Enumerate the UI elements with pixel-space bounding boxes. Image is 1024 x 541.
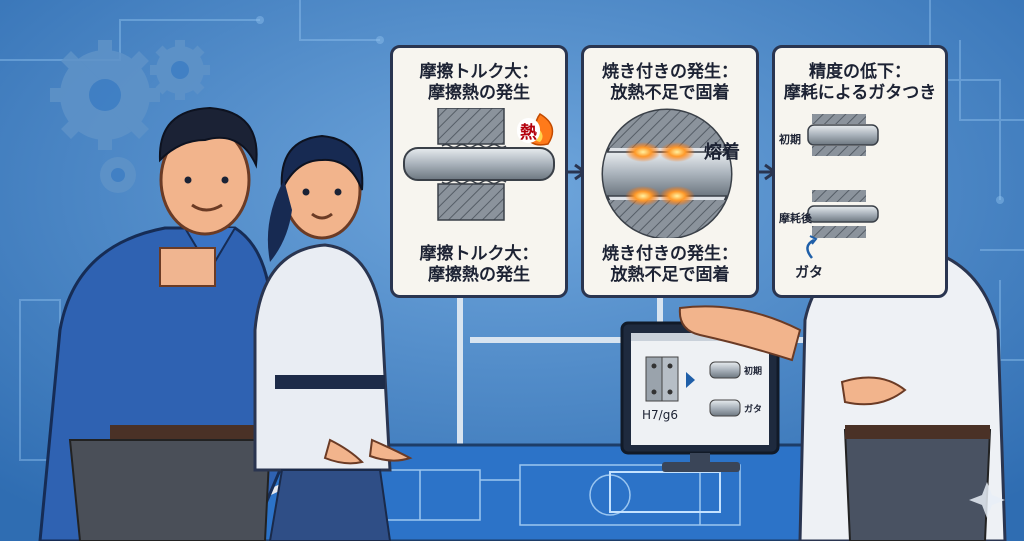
panel2-bottom-line1: 焼き付きの発生：	[602, 244, 738, 264]
sparkle-icon	[969, 482, 1005, 518]
panel1-top-line2: 摩擦熱の発生	[428, 83, 530, 103]
wear-comparison-diagram	[806, 114, 879, 259]
panel1-bottom-line1: 摩擦トルク大：	[419, 244, 539, 264]
panel3-title-line1: 精度の低下：	[809, 62, 911, 82]
monitor-initial-label: 初期	[744, 367, 763, 377]
play-label: ガタ	[795, 265, 823, 281]
seizure-label: 熔着	[704, 142, 740, 163]
panel3-title-line2: 摩耗によるガタつき	[783, 83, 937, 103]
panel1-bottom-line2: 摩擦熱の発生	[428, 265, 530, 285]
panel2-top-line2: 放熱不足で固着	[610, 83, 730, 103]
gear-icon	[50, 40, 210, 193]
heat-badge: 熱	[517, 118, 540, 143]
play-arrow-icon	[686, 372, 695, 388]
panel-friction-torque: 摩擦トルク大： 摩擦熱の発生 熱 摩擦トルク大： 摩擦熱の発生	[390, 45, 568, 298]
monitor-play-label: ガタ	[744, 405, 763, 415]
panel1-top-line1: 摩擦トルク大：	[419, 62, 539, 82]
engineer-woman	[253, 134, 413, 541]
panel2-top-line1: 焼き付きの発生：	[602, 62, 738, 82]
panel2-bottom-line2: 放熱不足で固着	[610, 265, 730, 285]
worn-label: 摩耗後	[779, 212, 812, 225]
initial-label: 初期	[779, 133, 801, 146]
monitor-fit-label: H7/g6	[642, 408, 678, 422]
shaft-bearing-diagram	[403, 108, 555, 221]
panel-precision-loss: 精度の低下： 摩耗によるガタつき 初期 摩耗後 ガタ	[772, 45, 948, 298]
seizure-diagram	[601, 108, 733, 238]
panel-seizure: 焼き付きの発生： 放熱不足で固着 熔着 焼き付きの発生： 放熱不足で固着	[581, 45, 759, 298]
